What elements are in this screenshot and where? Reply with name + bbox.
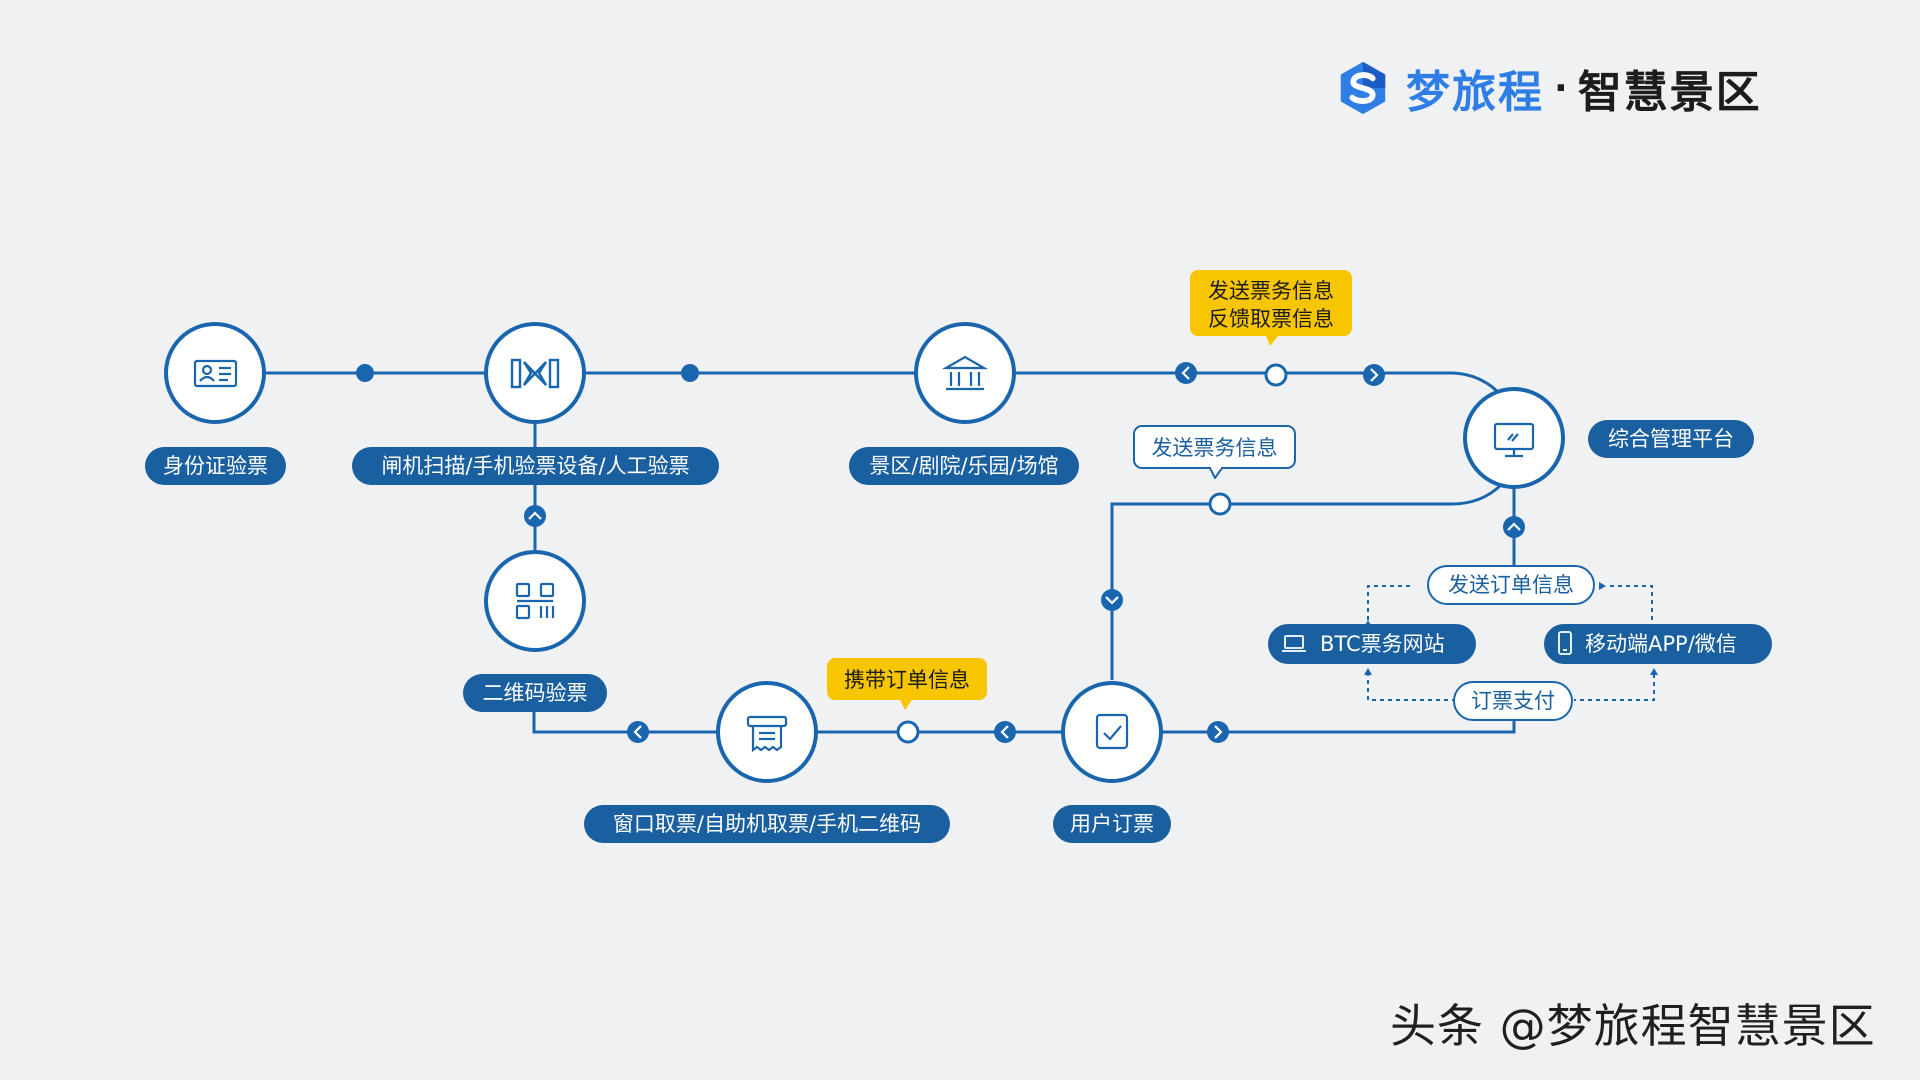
chevron-up-icon: [524, 505, 546, 527]
callout-send-ticket-text: 发送票务信息: [1152, 436, 1278, 460]
chevron-left-icon: [627, 721, 649, 743]
brand-header: 梦旅程 · 智慧景区: [1334, 56, 1762, 120]
chevron-up-icon: [1503, 516, 1525, 538]
label-venue: 景区/剧院/乐园/场馆: [849, 447, 1079, 485]
node-gate: [484, 322, 586, 424]
order-to-platform-line: [1162, 720, 1516, 734]
btc-to-send-order-line: [1367, 585, 1412, 628]
node-label-id-card: 身份证验票: [163, 454, 268, 478]
top-right-flow-line: [1015, 371, 1500, 394]
junction-dot: [681, 364, 699, 382]
brand-subtitle: 智慧景区: [1577, 67, 1762, 118]
label-platform: 综合管理平台: [1588, 420, 1754, 458]
node-label-venue: 景区/剧院/乐园/场馆: [869, 454, 1058, 478]
node-label-qrcode: 二维码验票: [483, 681, 588, 705]
smartphone-icon: [1558, 631, 1572, 655]
label-pickup: 窗口取票/自助机取票/手机二维码: [584, 805, 950, 843]
mobile-to-send-order-line: [1608, 585, 1653, 628]
channel-arrowheads: [1364, 582, 1658, 675]
node-venue: [914, 322, 1016, 424]
pay-label: 订票支付: [1471, 689, 1555, 713]
monitor-icon: [1493, 422, 1535, 458]
send-order-pill: 发送订单信息: [1427, 565, 1595, 605]
mobile-app-label: 移动端APP/微信: [1585, 632, 1737, 656]
callout-line-1: 发送票务信息: [1208, 279, 1334, 303]
channel-connector-lines: [1367, 585, 1655, 701]
bank-icon: [941, 355, 989, 391]
label-order: 用户订票: [1053, 805, 1171, 843]
pay-pill: 订票支付: [1453, 681, 1573, 721]
mobile-app-pill: 移动端APP/微信: [1544, 624, 1772, 664]
node-pickup: [716, 681, 818, 783]
junction-dots: [356, 364, 699, 382]
node-platform: [1463, 387, 1565, 489]
arrowhead-icon: [1364, 668, 1372, 675]
id-card-icon: [193, 359, 238, 388]
gate-icon: [510, 358, 560, 389]
node-label-order: 用户订票: [1070, 812, 1154, 836]
ring-marker: [896, 720, 920, 744]
checklist-icon: [1095, 713, 1129, 750]
btc-to-pay-line: [1367, 672, 1454, 701]
callout-carry-order-text: 携带订单信息: [844, 668, 970, 692]
node-qrcode: [484, 550, 586, 652]
ring-marker: [1208, 492, 1232, 516]
qr-code-icon: [515, 582, 555, 620]
node-id-card: [164, 322, 266, 424]
label-id-card: 身份证验票: [145, 447, 286, 485]
brand-logo-icon: [1340, 61, 1386, 115]
feedback-loop-line: [1110, 482, 1504, 680]
label-qrcode: 二维码验票: [463, 674, 607, 712]
btc-website-label: BTC票务网站: [1320, 632, 1445, 656]
junction-dot: [356, 364, 374, 382]
chevron-left-icon: [1175, 362, 1197, 384]
watermark: 头条 @梦旅程智慧景区: [1390, 999, 1876, 1053]
callout-send-ticket: 发送票务信息: [1133, 425, 1296, 479]
laptop-icon: [1282, 635, 1306, 652]
arrowhead-icon: [1650, 668, 1658, 675]
callout-line-2: 反馈取票信息: [1208, 307, 1334, 331]
chevron-right-icon: [1363, 364, 1385, 386]
direction-markers: [524, 362, 1525, 743]
callout-carry-order: 携带订单信息: [827, 658, 987, 710]
chevron-left-icon: [994, 721, 1016, 743]
arrowhead-icon: [1599, 582, 1606, 590]
label-gate: 闸机扫描/手机验票设备/人工验票: [352, 447, 719, 485]
callout-send-feedback: 发送票务信息 反馈取票信息: [1190, 270, 1352, 346]
mobile-to-pay-line: [1574, 674, 1655, 701]
node-label-pickup: 窗口取票/自助机取票/手机二维码: [613, 812, 921, 836]
chevron-down-icon: [1101, 589, 1123, 611]
ticket-printer-icon: [746, 715, 788, 753]
brand-name: 梦旅程: [1406, 67, 1544, 118]
btc-website-pill: BTC票务网站: [1268, 624, 1476, 664]
send-order-label: 发送订单信息: [1448, 573, 1574, 597]
chevron-right-icon: [1207, 721, 1229, 743]
ring-marker: [1264, 363, 1288, 387]
brand-separator: ·: [1554, 67, 1568, 109]
node-label-platform: 综合管理平台: [1608, 427, 1734, 451]
ring-markers: [896, 363, 1288, 744]
node-label-gate: 闸机扫描/手机验票设备/人工验票: [381, 454, 689, 478]
node-order: [1061, 681, 1163, 783]
